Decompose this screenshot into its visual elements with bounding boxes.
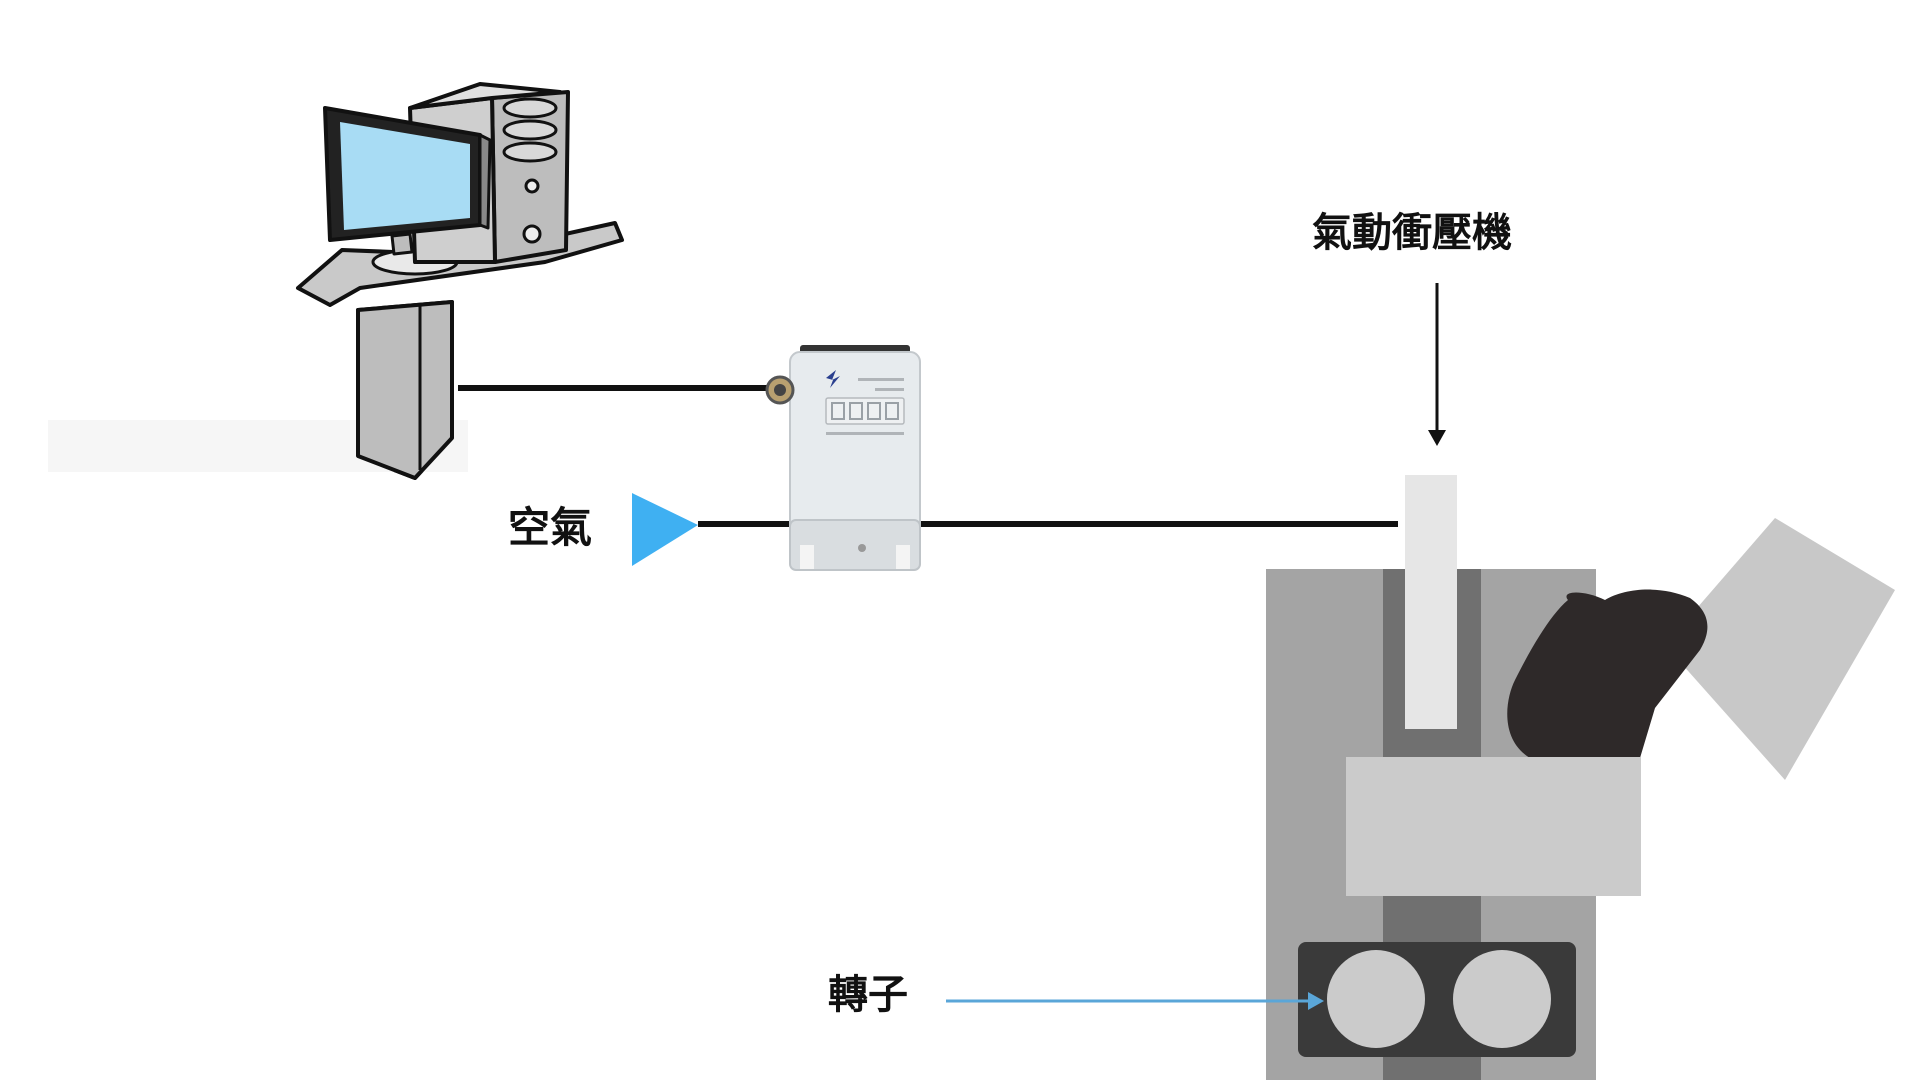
press-material [1507, 589, 1708, 758]
tower-bay-2 [502, 119, 558, 141]
rotor-pointer-arrowhead [1308, 992, 1324, 1010]
press-pointer-arrowhead [1428, 430, 1446, 446]
monitor-stand [390, 232, 414, 256]
press-label: 氣動衝壓機 [1312, 210, 1512, 256]
triangle-arrow-icon [632, 493, 698, 566]
proportional-valve-icon [765, 345, 921, 571]
pneumatic-press-icon [1266, 475, 1895, 1080]
rotor-label: 轉子 [828, 972, 908, 1018]
air-label: 空氣 [508, 503, 593, 552]
rotor-left [1327, 950, 1425, 1048]
valve-display [825, 397, 905, 425]
tower-top [408, 82, 562, 110]
valve-logo-icon [826, 370, 840, 388]
press-lid [1665, 518, 1895, 780]
press-block [1346, 757, 1641, 896]
rotor-right [1453, 950, 1551, 1048]
tower-button [524, 178, 540, 194]
computer-icon [296, 82, 624, 480]
monitor-screen [340, 122, 470, 230]
tower-bay-3 [502, 141, 558, 163]
press-piston [1405, 475, 1457, 729]
tower-bay-1 [502, 97, 558, 119]
tower-power [522, 224, 542, 244]
monitor-side [478, 133, 492, 230]
